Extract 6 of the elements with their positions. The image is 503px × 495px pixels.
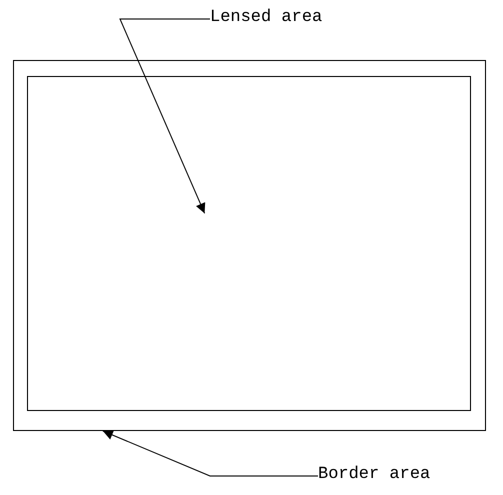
leader-line (102, 430, 318, 476)
outer-frame-rectangle (13, 60, 486, 431)
leader-line (119, 18, 210, 214)
inner-frame-rectangle (27, 76, 471, 411)
callout-label: Border area (318, 465, 430, 487)
callout-label: Lensed area (210, 8, 322, 30)
